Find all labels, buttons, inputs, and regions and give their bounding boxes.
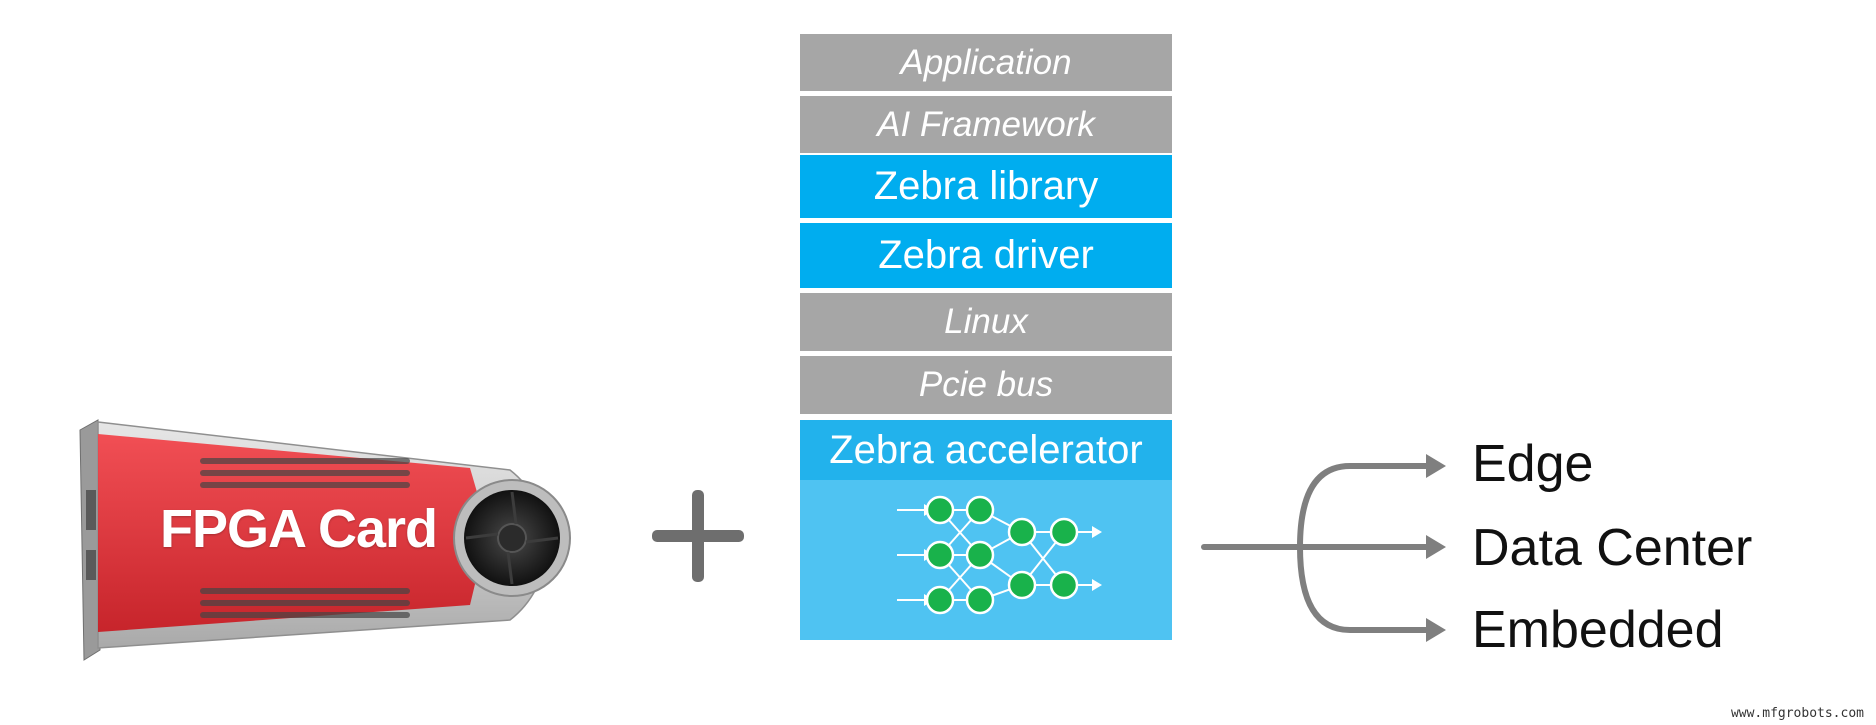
stack-layer-linux: Linux — [800, 293, 1172, 351]
stack-layer-pcie-bus: Pcie bus — [800, 356, 1172, 414]
plus-icon — [652, 490, 744, 582]
target-embedded: Embedded — [1472, 601, 1724, 659]
neural-network-icon — [897, 495, 1102, 615]
stack-layer-zebra-driver: Zebra driver — [800, 223, 1172, 288]
zebra-accelerator-label: Zebra accelerator — [800, 420, 1172, 480]
fan-icon — [453, 479, 571, 597]
stack-layer-zebra-library: Zebra library — [800, 155, 1172, 218]
stack-layer-application: Application — [800, 34, 1172, 91]
watermark: www.mfgrobots.com — [1730, 706, 1864, 721]
zebra-accelerator-block: Zebra accelerator — [800, 420, 1172, 640]
stack-layer-ai-framework: AI Framework — [800, 96, 1172, 153]
fpga-card-image — [79, 419, 571, 661]
target-edge: Edge — [1472, 435, 1594, 493]
target-data-center: Data Center — [1472, 519, 1753, 577]
fpga-card-label: FPGA Card — [160, 499, 438, 559]
deployment-arrows — [1201, 454, 1446, 642]
